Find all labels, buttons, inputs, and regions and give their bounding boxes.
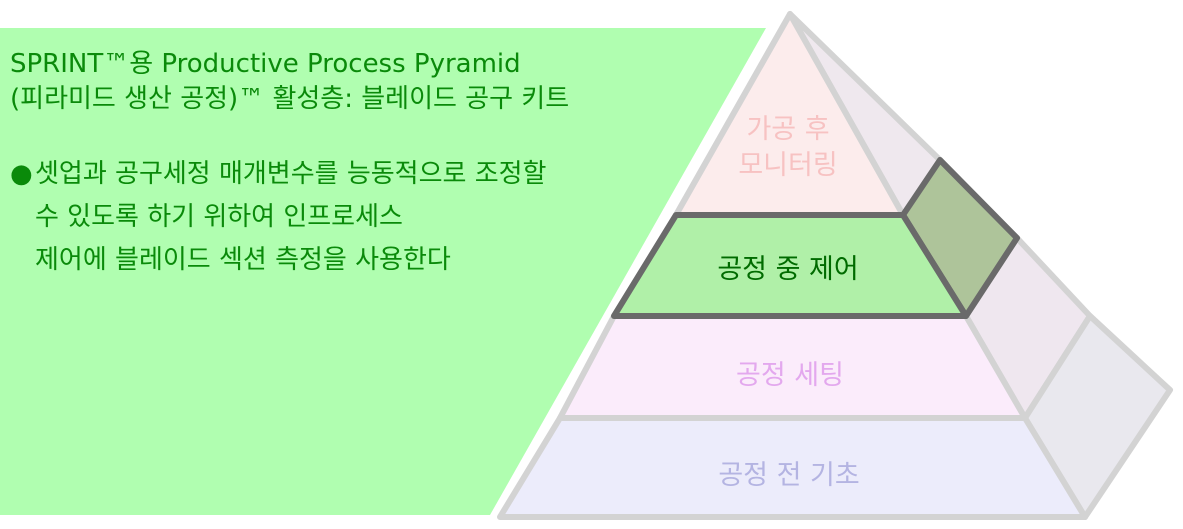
layer-label-post-process-line1: 가공 후 (746, 114, 829, 145)
layer-label-process-setting: 공정 세팅 (736, 360, 844, 391)
bullet-line-3: 제어에 블레이드 섹션 측정을 사용한다 (35, 245, 451, 275)
background-panel (0, 28, 766, 515)
bullet-line-2: 수 있도록 하기 위하여 인프로세스 (35, 202, 403, 232)
layer-label-pre-process: 공정 전 기초 (718, 460, 859, 491)
bullet-text-1: 셋업과 공구세정 매개변수를 능동적으로 조정할 (35, 159, 547, 189)
layer-in-process-control (611, 212, 969, 319)
title-line-2: (피라미드 생산 공정)™ 활성층: 블레이드 공구 키트 (10, 84, 570, 114)
title-line-1: SPRINT™용 Productive Process Pyramid (10, 49, 521, 79)
layer-label-post-process-line2: 모니터링 (738, 150, 837, 181)
bullet-description: ●셋업과 공구세정 매개변수를 능동적으로 조정할 수 있도록 하기 위하여 인… (10, 153, 546, 282)
bullet-line-1: ●셋업과 공구세정 매개변수를 능동적으로 조정할 (10, 153, 546, 196)
bullet-marker: ● (10, 159, 33, 189)
layer-label-in-process: 공정 중 제어 (717, 254, 858, 285)
layer-pre-process (497, 415, 1088, 520)
page-title: SPRINT™용 Productive Process Pyramid (피라미… (10, 47, 569, 117)
